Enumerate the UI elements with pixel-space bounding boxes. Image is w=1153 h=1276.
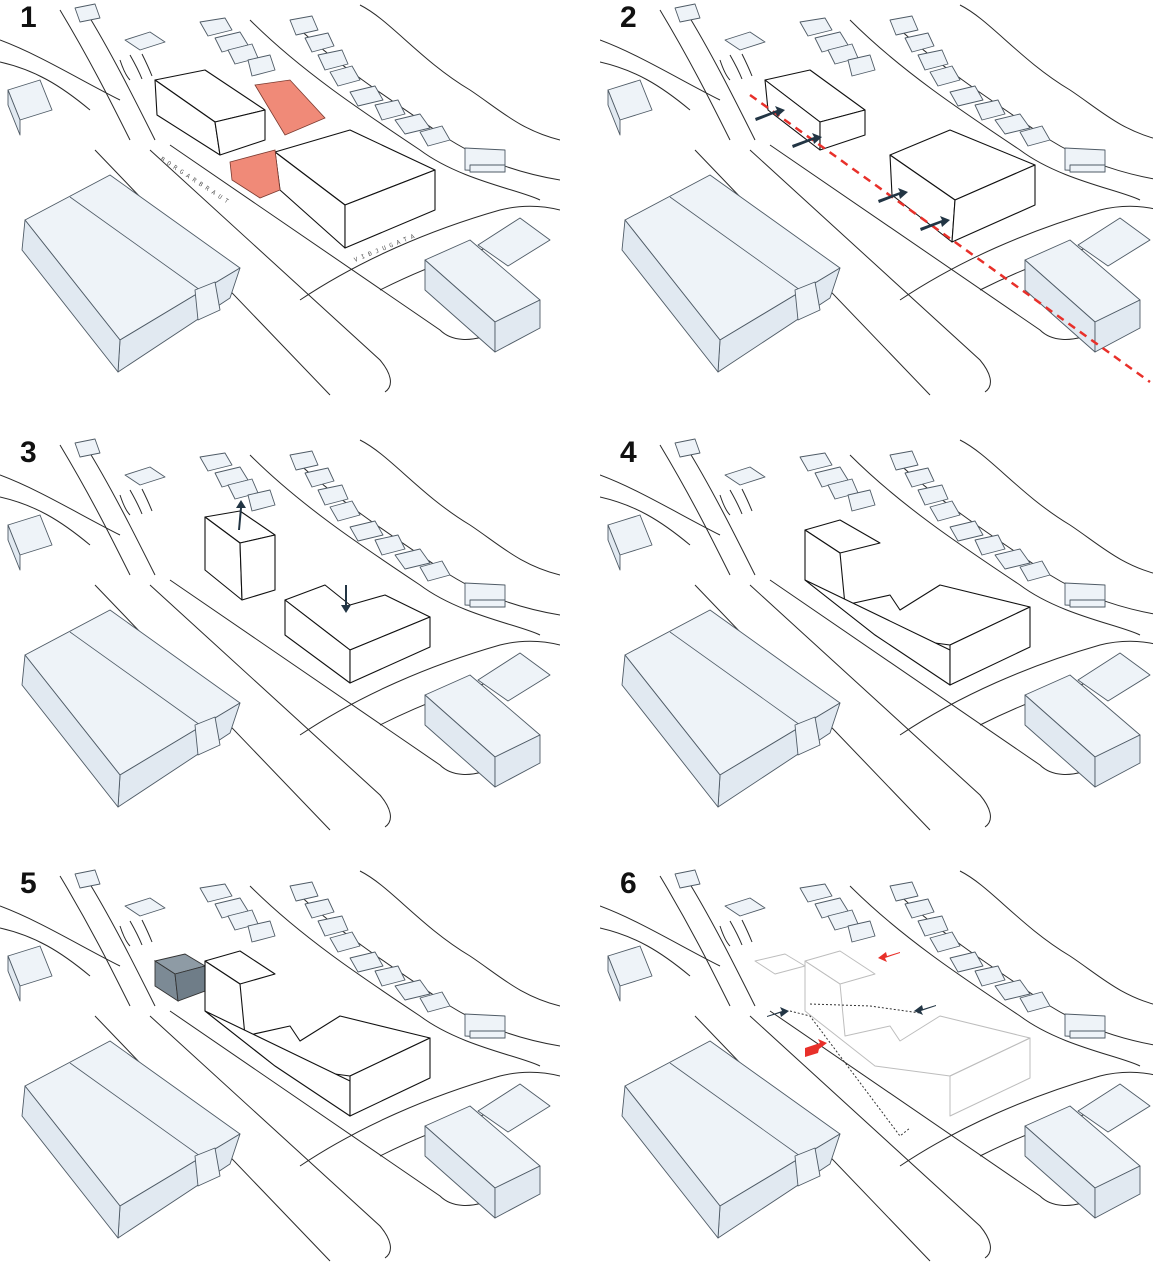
- site-diagram-2: [600, 3, 1153, 396]
- site-diagram-5: [0, 869, 560, 1262]
- panel-5: 5: [0, 866, 560, 1276]
- arrow-up-icon: [236, 500, 246, 530]
- arrow-icon: [914, 1005, 936, 1015]
- building-side: [951, 164, 1036, 243]
- arrow-down-icon: [341, 585, 351, 613]
- building-line: [749, 93, 1151, 384]
- arrow-icon: [920, 216, 950, 231]
- path-line: [809, 1003, 921, 1014]
- ghost-volume: [754, 953, 806, 975]
- building-side: [819, 109, 866, 151]
- path-line: [789, 1010, 911, 1137]
- arrow-red-icon: [805, 1039, 827, 1057]
- arrow-icon: [792, 133, 822, 148]
- building-side: [214, 109, 266, 156]
- building-side: [239, 534, 276, 601]
- site-diagram-1: BORGARBRAUT VIÐJUGATA: [0, 3, 560, 396]
- panel-1: BORGARBRAUT VIÐJUGATA 1: [0, 0, 560, 410]
- street-label-borgarbraut: BORGARBRAUT: [159, 156, 233, 207]
- panel-number: 1: [20, 1, 37, 34]
- arrow-icon: [878, 188, 908, 203]
- arrow-red-icon: [878, 952, 900, 962]
- building-side: [349, 1037, 431, 1117]
- ghost-volume: [804, 960, 1031, 1077]
- ghost-volume: [949, 1037, 1031, 1117]
- site-diagram-4: [600, 438, 1153, 831]
- demolish-volume: [254, 79, 326, 136]
- panel-number: 2: [620, 1, 637, 34]
- panel-number: 4: [620, 436, 637, 469]
- building-side: [949, 606, 1031, 686]
- arrow-icon: [767, 1007, 789, 1017]
- arrow-group: [755, 106, 950, 231]
- panel-2: 2: [600, 0, 1153, 410]
- panel-3: 3: [0, 435, 560, 845]
- panel-6: 6: [600, 866, 1153, 1276]
- demolish-volume: [229, 149, 281, 199]
- panel-number: 6: [620, 867, 637, 900]
- arrow-icon: [755, 106, 785, 121]
- panel-number: 5: [20, 867, 37, 900]
- building-side: [349, 616, 431, 684]
- building-side: [344, 169, 436, 249]
- panel-number: 3: [20, 436, 37, 469]
- site-diagram-6: [600, 869, 1153, 1262]
- site-diagram-3: [0, 438, 560, 831]
- panel-4: 4: [600, 435, 1153, 845]
